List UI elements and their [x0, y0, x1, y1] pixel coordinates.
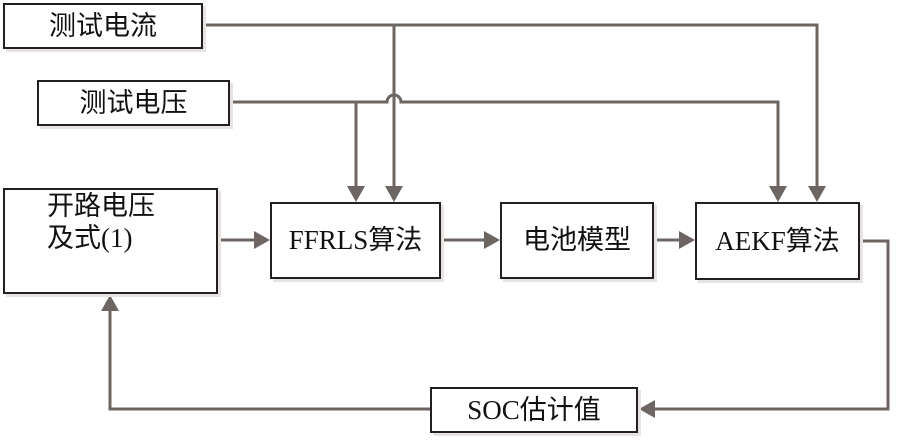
- node-test-voltage-label: 测试电压: [79, 87, 188, 118]
- node-ocv-line2: 及式(1): [47, 223, 133, 254]
- arrowhead-soc-ocv: [101, 295, 119, 311]
- arrowhead-voltage-aekf: [769, 186, 787, 202]
- edge-current-to-aekf: [202, 23, 819, 188]
- node-ffrls-label: FFRLS算法: [288, 225, 423, 256]
- arrowhead-aekf-soc: [639, 400, 655, 418]
- edge-soc-to-ocv: [108, 309, 430, 411]
- arrowhead-model-aekf: [679, 231, 695, 249]
- arrowhead-ffrls-model: [484, 231, 500, 249]
- node-test-current-label: 测试电流: [49, 10, 157, 41]
- node-ocv: 开路电压 及式(1): [3, 188, 218, 294]
- node-aekf-label: AEKF算法: [715, 225, 840, 256]
- arrowhead-ocv-ffrls: [254, 231, 270, 249]
- edge-voltage-to-aekf: [229, 93, 780, 188]
- node-ffrls: FFRLS算法: [270, 202, 441, 279]
- node-soc-estimate: SOC估计值: [430, 387, 638, 433]
- arrowhead-current-aekf: [808, 186, 826, 202]
- node-battery-model-label: 电池模型: [523, 225, 631, 256]
- node-soc-estimate-label: SOC估计值: [467, 394, 601, 425]
- node-ocv-line1: 开路电压: [47, 191, 155, 221]
- node-aekf: AEKF算法: [695, 202, 860, 280]
- arrowhead-voltage-ffrls: [347, 186, 365, 202]
- node-battery-model: 电池模型: [500, 202, 654, 279]
- node-test-voltage: 测试电压: [37, 80, 230, 126]
- node-test-current: 测试电流: [3, 3, 203, 49]
- arrowhead-current-ffrls: [385, 186, 403, 202]
- edge-aekf-to-soc: [651, 239, 890, 411]
